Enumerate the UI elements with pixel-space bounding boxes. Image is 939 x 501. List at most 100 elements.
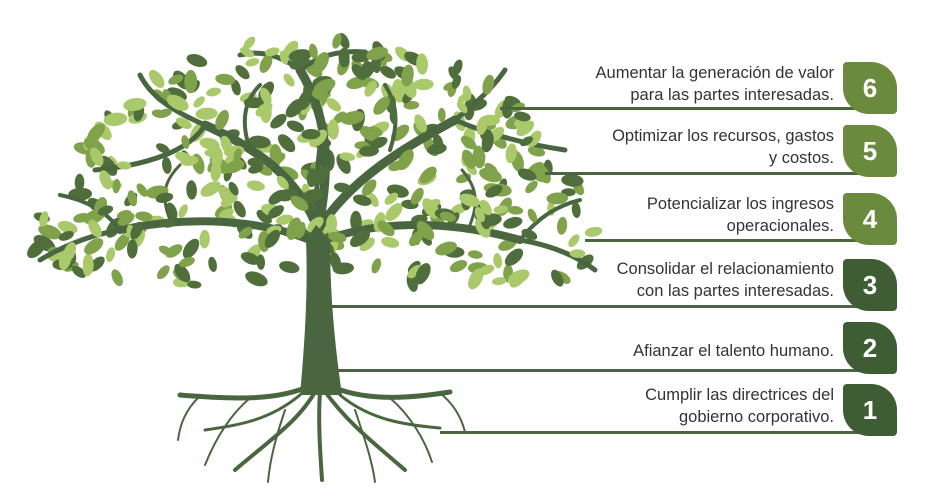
leaf bbox=[83, 137, 105, 155]
leaf bbox=[168, 74, 184, 85]
leaf bbox=[215, 109, 229, 130]
leaf bbox=[361, 179, 377, 196]
leaf bbox=[432, 133, 444, 151]
leaf bbox=[283, 73, 295, 87]
leaf bbox=[460, 135, 477, 150]
leaf bbox=[368, 193, 379, 208]
leaf bbox=[112, 178, 121, 194]
leaf bbox=[186, 180, 197, 200]
leaf bbox=[74, 173, 85, 191]
leaf bbox=[27, 239, 46, 259]
leaf bbox=[368, 126, 383, 136]
leaf bbox=[243, 36, 256, 50]
leaf bbox=[507, 205, 524, 215]
leaf bbox=[127, 190, 138, 207]
leaf bbox=[415, 263, 431, 285]
leaf bbox=[99, 170, 112, 190]
leaf bbox=[448, 66, 459, 81]
leaf bbox=[439, 211, 456, 222]
leaf bbox=[279, 50, 289, 65]
leaf bbox=[184, 69, 198, 94]
leaf bbox=[459, 193, 480, 207]
leaf bbox=[493, 205, 509, 214]
leaf bbox=[416, 53, 429, 75]
leaf bbox=[162, 156, 172, 174]
leaf bbox=[135, 211, 153, 222]
leaf bbox=[313, 78, 336, 95]
leaf bbox=[410, 187, 424, 205]
leaf bbox=[476, 116, 488, 136]
leaf bbox=[221, 191, 237, 208]
leaf bbox=[435, 241, 457, 256]
leaf bbox=[307, 216, 324, 233]
leaf bbox=[211, 146, 223, 168]
leaf bbox=[351, 64, 367, 80]
leaf bbox=[534, 163, 551, 184]
leaf bbox=[180, 155, 199, 166]
leaf bbox=[270, 113, 287, 129]
leaf bbox=[339, 152, 356, 162]
leaf bbox=[561, 174, 584, 187]
leaf bbox=[370, 136, 388, 149]
leaf bbox=[114, 233, 130, 251]
leaf bbox=[505, 143, 517, 164]
leaf bbox=[485, 184, 503, 198]
leaf bbox=[468, 268, 484, 290]
leaf bbox=[569, 249, 586, 258]
leaf bbox=[568, 234, 580, 248]
leaf bbox=[277, 134, 296, 153]
leaf bbox=[71, 265, 86, 278]
leaf bbox=[199, 137, 220, 150]
leaf bbox=[359, 126, 380, 142]
leaf bbox=[126, 239, 138, 259]
leaf bbox=[521, 228, 538, 240]
leaf bbox=[259, 87, 272, 105]
leaf bbox=[546, 192, 569, 205]
leaf bbox=[240, 252, 260, 265]
leaf bbox=[557, 216, 568, 235]
leaf bbox=[503, 216, 523, 229]
leaf bbox=[481, 131, 494, 153]
leaf bbox=[333, 111, 347, 124]
leaf bbox=[308, 43, 318, 59]
leaf bbox=[479, 167, 502, 183]
leaf bbox=[231, 79, 241, 96]
leaf bbox=[136, 183, 148, 197]
leaf bbox=[352, 194, 372, 206]
leaf bbox=[117, 161, 132, 170]
leaf bbox=[103, 112, 128, 127]
leaf bbox=[182, 238, 200, 259]
leaf bbox=[401, 64, 414, 87]
leaf bbox=[295, 221, 306, 239]
leaf bbox=[584, 226, 603, 237]
leaf bbox=[57, 220, 78, 234]
leaf bbox=[474, 207, 486, 223]
leaf bbox=[407, 264, 422, 279]
leaf bbox=[300, 188, 324, 204]
leaf bbox=[246, 180, 265, 191]
leaf bbox=[199, 229, 210, 249]
leaf bbox=[517, 168, 537, 181]
leaf bbox=[158, 245, 173, 256]
leaf bbox=[513, 119, 533, 131]
leaf bbox=[414, 114, 427, 133]
leaf bbox=[148, 69, 165, 88]
leaf bbox=[245, 58, 260, 67]
leaf bbox=[97, 205, 114, 216]
leaf bbox=[178, 257, 195, 268]
leaf bbox=[373, 96, 390, 115]
leaf bbox=[388, 160, 406, 172]
leaf bbox=[166, 94, 189, 111]
tree-roots bbox=[177, 382, 466, 483]
leaf bbox=[215, 73, 236, 86]
leaf bbox=[340, 110, 365, 125]
leaf bbox=[117, 212, 135, 226]
leaf bbox=[276, 214, 294, 225]
leaf bbox=[492, 277, 507, 286]
leaf bbox=[210, 162, 222, 182]
leaf bbox=[449, 260, 468, 273]
leaf bbox=[498, 238, 517, 251]
leaf bbox=[243, 97, 264, 109]
leaf bbox=[181, 135, 190, 149]
leaf bbox=[268, 205, 284, 219]
